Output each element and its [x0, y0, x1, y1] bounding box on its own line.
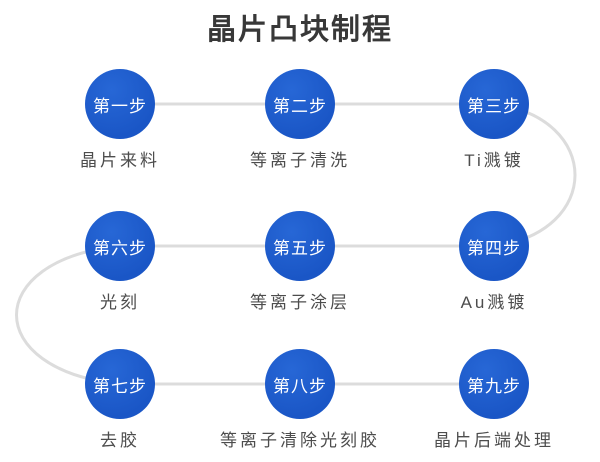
step-number-label: 第一步	[93, 96, 147, 116]
step-circle-3: 第三步	[459, 69, 529, 139]
step-circle-8: 第八步	[265, 349, 335, 419]
step-number-label: 第七步	[93, 376, 147, 396]
step-caption: 去胶	[100, 431, 140, 450]
step-node-1: 第一步 晶片来料	[10, 69, 230, 171]
step-caption: 等离子涂层	[250, 293, 350, 312]
step-caption: 晶片来料	[80, 151, 160, 170]
step-circle-2: 第二步	[265, 69, 335, 139]
step-node-3: 第三步 Ti溅镀	[384, 69, 600, 171]
step-circle-9: 第九步	[459, 349, 529, 419]
step-node-4: 第四步 Au溅镀	[384, 211, 600, 313]
connector-curve-left	[15, 244, 122, 386]
step-caption: Ti溅镀	[464, 151, 524, 170]
step-number-label: 第四步	[467, 238, 521, 258]
step-number-label: 第八步	[273, 376, 327, 396]
connector-curve-right	[492, 102, 577, 248]
step-node-8: 第八步 等离子清除光刻胶	[190, 349, 410, 451]
step-circle-6: 第六步	[85, 211, 155, 281]
step-number-label: 第二步	[273, 96, 327, 116]
step-circle-7: 第七步	[85, 349, 155, 419]
step-number-label: 第三步	[467, 96, 521, 116]
step-circle-1: 第一步	[85, 69, 155, 139]
step-node-5: 第五步 等离子涂层	[190, 211, 410, 313]
step-circle-4: 第四步	[459, 211, 529, 281]
step-number-label: 第五步	[273, 238, 327, 258]
step-caption: 晶片后端处理	[434, 431, 554, 450]
page-title: 晶片凸块制程	[206, 14, 393, 46]
step-node-7: 第七步 去胶	[10, 349, 230, 451]
step-node-6: 第六步 光刻	[10, 211, 230, 313]
step-caption: Au溅镀	[460, 293, 528, 312]
step-node-2: 第二步 等离子清洗	[190, 69, 410, 171]
step-node-9: 第九步 晶片后端处理	[384, 349, 600, 451]
step-caption: 光刻	[100, 293, 140, 312]
step-circle-5: 第五步	[265, 211, 335, 281]
step-caption: 等离子清除光刻胶	[220, 431, 380, 450]
step-number-label: 第六步	[93, 238, 147, 258]
step-number-label: 第九步	[467, 376, 521, 396]
step-caption: 等离子清洗	[250, 151, 350, 170]
